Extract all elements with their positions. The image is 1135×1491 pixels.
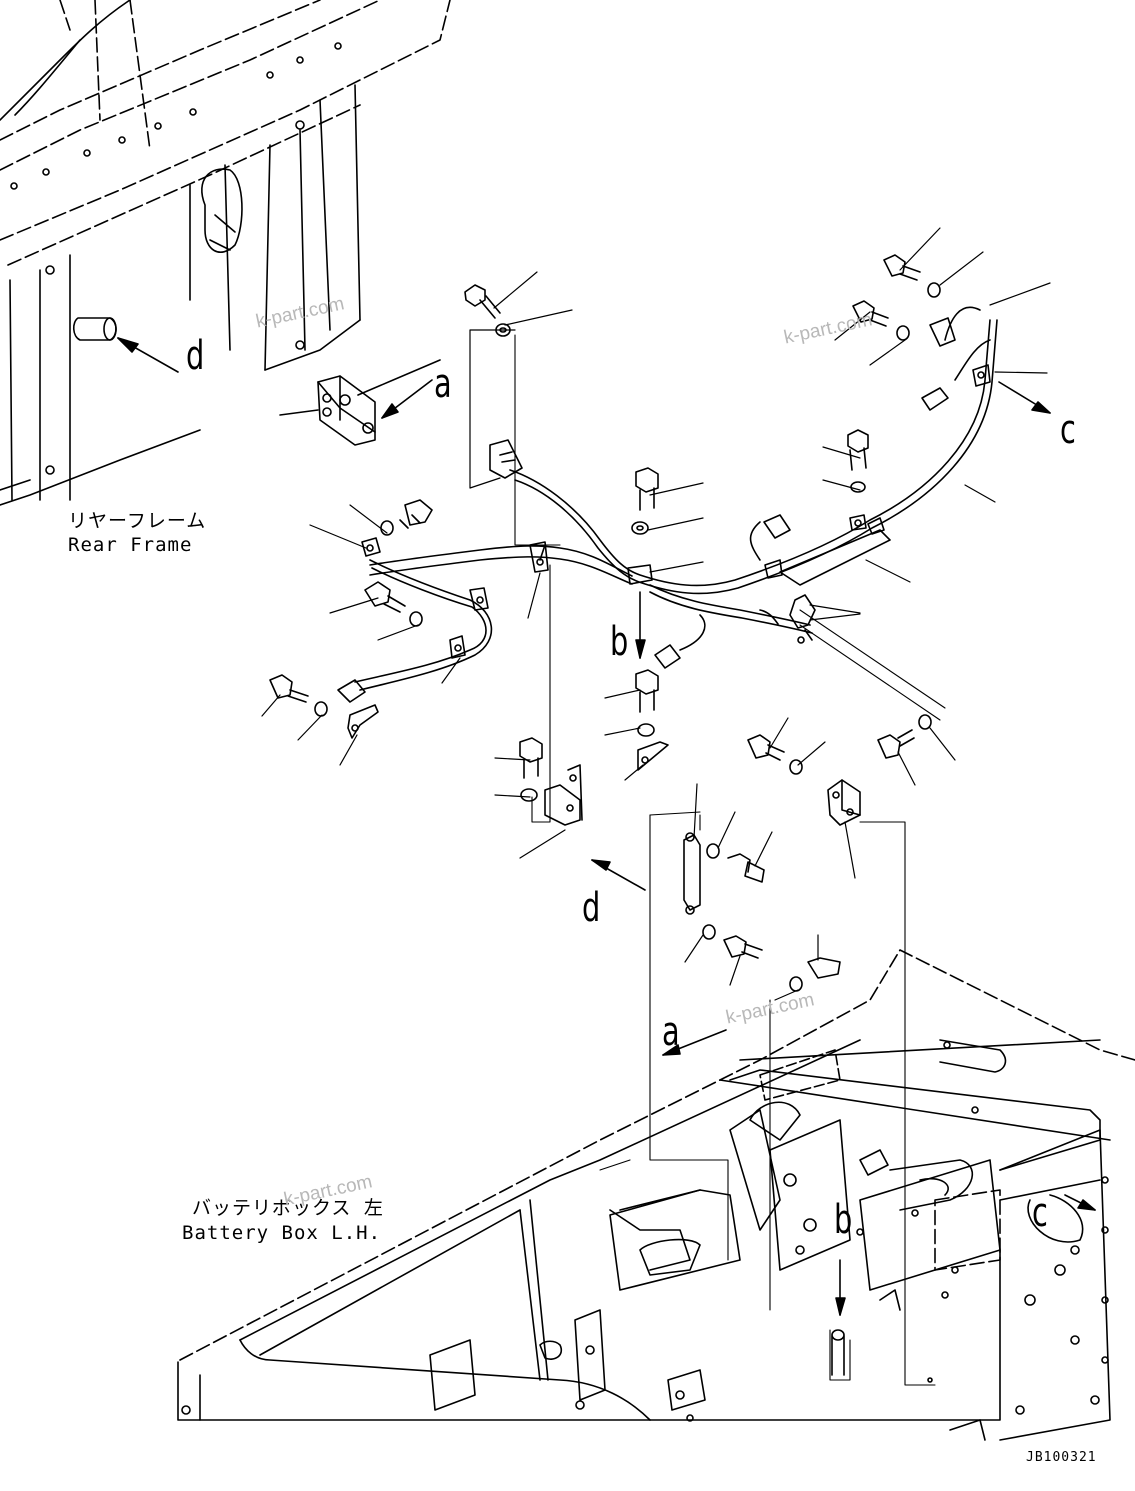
view-letter-c-top: c (1060, 407, 1076, 453)
view-letter-a-top: a (434, 361, 452, 407)
view-letter-d-bottom: d (582, 885, 601, 931)
wire-harness (354, 306, 998, 691)
rear-frame-caption-jp: リヤーフレーム (68, 510, 207, 532)
view-letter-b-top: b (610, 619, 629, 665)
bolts-middle (544, 714, 932, 992)
view-letter-b-bottom: b (834, 1197, 853, 1243)
view-letter-d-top: d (186, 333, 205, 379)
bolts-upper (269, 254, 941, 802)
drawing-code: JB100321 (1026, 1450, 1097, 1465)
battery-box-caption-en: Battery Box L.H. (182, 1222, 382, 1244)
rear-frame-caption-en: Rear Frame (68, 534, 193, 556)
view-arrows (117, 337, 1096, 1316)
bracket-a (279, 359, 441, 446)
view-letter-c-bottom: c (1032, 1190, 1048, 1236)
view-letter-a-bottom: a (662, 1009, 680, 1055)
battery-box-caption-jp: バッテリボックス 左 (192, 1197, 384, 1219)
connectors (337, 317, 991, 771)
phantom-lines (514, 334, 946, 1386)
rear-frame (0, 0, 451, 506)
leader-lines (261, 227, 1051, 1001)
battery-box (177, 949, 1135, 1441)
